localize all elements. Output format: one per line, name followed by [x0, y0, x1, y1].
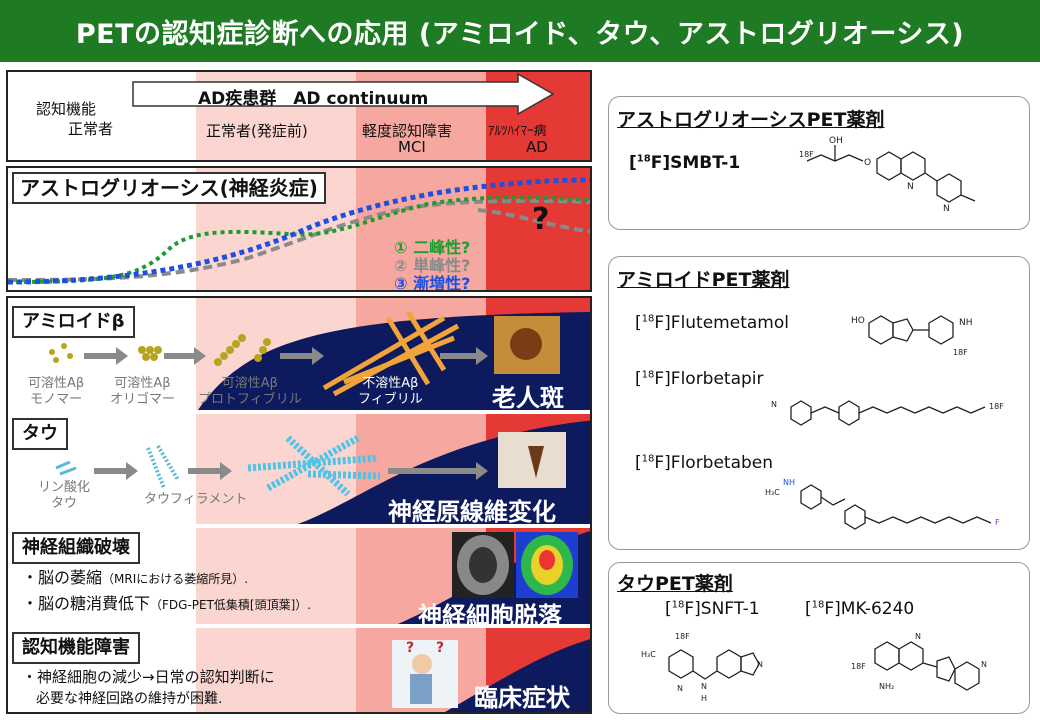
svg-text:N: N	[915, 632, 921, 641]
astrogliosis-heading: アストログリオーシス(神経炎症)	[12, 172, 326, 204]
svg-text:NH: NH	[783, 478, 795, 487]
tau-tangle-icon	[247, 434, 381, 497]
svg-text:N: N	[701, 682, 707, 691]
mk6240-name: [18F]MK-6240	[805, 599, 915, 619]
astrogliosis-drug-title: アストログリオーシスPET薬剤	[617, 109, 885, 131]
stage-mci-1: 軽度認知障害	[362, 122, 453, 140]
mk6240-structure: 18F NH₂ N N	[851, 632, 987, 691]
svg-text:OH: OH	[829, 136, 843, 146]
astrogliosis-panel: アストログリオーシス(神経炎症) ? ① 二峰性? ② 単峰性? ③ 漸増性?	[6, 166, 592, 292]
svg-text:18F: 18F	[799, 150, 814, 159]
svg-text:H: H	[701, 694, 707, 703]
pathology-panel: ? ? アミロイドβ 可溶性Aβ モノマー 可溶性Aβ オリゴマー 可溶性Aβ …	[6, 296, 592, 714]
svg-text:N: N	[677, 684, 683, 693]
snft1-name: [18F]SNFT-1	[665, 599, 760, 619]
tau-phospho-icon	[55, 460, 77, 476]
svg-text:NH: NH	[959, 318, 973, 328]
continuum-label: AD疾患群 AD continuum	[198, 89, 429, 109]
svg-text:N: N	[943, 204, 950, 214]
snft1-structure: 18F H₃C N N H N	[641, 632, 763, 703]
svg-text:N: N	[757, 660, 763, 669]
tau-result: 神経原線維変化	[388, 498, 556, 526]
astrogliosis-curves	[8, 177, 590, 285]
svg-text:?: ?	[436, 640, 444, 656]
neuro-bullet-glucose: ・脳の糖消費低下（FDG-PET低集積[頭頂葉]）.	[22, 594, 312, 613]
continuum-arrow	[132, 72, 555, 116]
question-mark: ?	[532, 202, 550, 237]
amyloid-fibril-icon	[322, 310, 460, 397]
stage-preclinical: 正常者(発症前)	[206, 122, 308, 140]
florbetapir-name: [18F]Florbetapir	[635, 369, 764, 389]
svg-text:N: N	[907, 182, 914, 192]
cognitive-result: 臨床症状	[474, 684, 570, 712]
amyloid-oligomer-icon	[138, 346, 162, 361]
svg-text:18F: 18F	[675, 632, 690, 641]
stage-normal-2: 正常者	[68, 120, 114, 138]
svg-text:?: ?	[406, 640, 414, 656]
tau-stage-filament: タウフィラメント	[144, 492, 248, 507]
florbetaben-structure: H₃C NH F	[765, 478, 1000, 530]
smbt1-structure: 18F OH O N N	[799, 136, 976, 214]
stage-normal-1: 認知機能	[36, 100, 97, 118]
cognitive-bullet-2: 必要な神経回路の維持が困難.	[36, 691, 223, 707]
svg-text:HO: HO	[851, 316, 865, 326]
amyloid-drug-box: アミロイドPET薬剤 [18F]Flutemetamol [18F]Florbe…	[608, 256, 1030, 550]
svg-text:F: F	[995, 518, 1000, 527]
amyloid-arrows	[84, 347, 488, 365]
flutemetamol-name: [18F]Flutemetamol	[635, 313, 789, 333]
amyloid-label: アミロイドβ	[12, 306, 135, 338]
flutemetamol-structure: HO NH 18F	[851, 315, 973, 357]
hypothesis-1: ① 二峰性?	[394, 238, 471, 257]
svg-text:N: N	[981, 660, 987, 669]
amyloid-stage-oligomer: 可溶性Aβ オリゴマー	[110, 376, 176, 408]
stage-ad-2: AD	[526, 138, 548, 156]
amyloid-monomer-icon	[49, 343, 73, 363]
astrogliosis-drug-box: アストログリオーシスPET薬剤 [18F]SMBT-1 18F OH O N N	[608, 96, 1030, 230]
stage-mci-2: MCI	[398, 138, 426, 156]
neuro-bullet-atrophy: ・脳の萎縮（MRIにおける萎縮所見）.	[22, 568, 249, 587]
cognitive-label: 認知機能障害	[12, 632, 140, 664]
svg-text:18F: 18F	[851, 662, 866, 671]
florbetapir-structure: N 18F	[771, 400, 1004, 426]
svg-text:H₃C: H₃C	[641, 650, 656, 659]
svg-text:18F: 18F	[953, 348, 968, 357]
neuro-label: 神経組織破壊	[12, 532, 140, 564]
amyloid-stage-monomer: 可溶性Aβ モノマー	[28, 376, 85, 408]
svg-text:NH₂: NH₂	[879, 682, 894, 691]
progression-waves: ? ?	[8, 310, 590, 712]
amyloid-stage-fibril: 不溶性Aβ フィブリル	[358, 376, 423, 408]
hypothesis-3: ③ 漸増性?	[394, 274, 471, 292]
smbt1-name: [18F]SMBT-1	[629, 153, 741, 173]
tau-stage-phospho: リン酸化 タウ	[38, 480, 91, 512]
tau-drug-title: タウPET薬剤	[617, 573, 733, 595]
amyloid-result: 老人斑	[492, 384, 564, 412]
confused-elder-icon: ? ?	[392, 640, 458, 708]
hypothesis-2: ② 単峰性?	[394, 256, 471, 275]
tau-label: タウ	[12, 418, 68, 450]
tau-filament-icon	[146, 444, 180, 489]
svg-text:18F: 18F	[989, 402, 1004, 411]
stage-ad-1: ｱﾙﾂﾊｲﾏｰ病	[488, 124, 547, 139]
cognitive-bullet-1: ・神経細胞の減少→日常の認知判断に	[22, 668, 275, 686]
svg-text:N: N	[771, 400, 777, 409]
tau-drug-box: タウPET薬剤 [18F]SNFT-1 [18F]MK-6240 18F H₃C…	[608, 562, 1030, 714]
neuro-result: 神経細胞脱落	[418, 602, 562, 630]
page-title: PETの認知症診断への応用 (アミロイド、タウ、アストログリオーシス)	[0, 0, 1040, 62]
svg-text:H₃C: H₃C	[765, 488, 780, 497]
timeline-panel: AD疾患群 AD continuum 認知機能 正常者 正常者(発症前) 軽度認…	[6, 70, 592, 162]
svg-text:O: O	[864, 158, 871, 168]
amyloid-stage-protofibril: 可溶性Aβ プロトフィブリル	[198, 376, 302, 408]
florbetaben-name: [18F]Florbetaben	[635, 453, 774, 473]
amyloid-drug-title: アミロイドPET薬剤	[617, 269, 790, 291]
amyloid-protofibril-icon	[214, 334, 271, 366]
